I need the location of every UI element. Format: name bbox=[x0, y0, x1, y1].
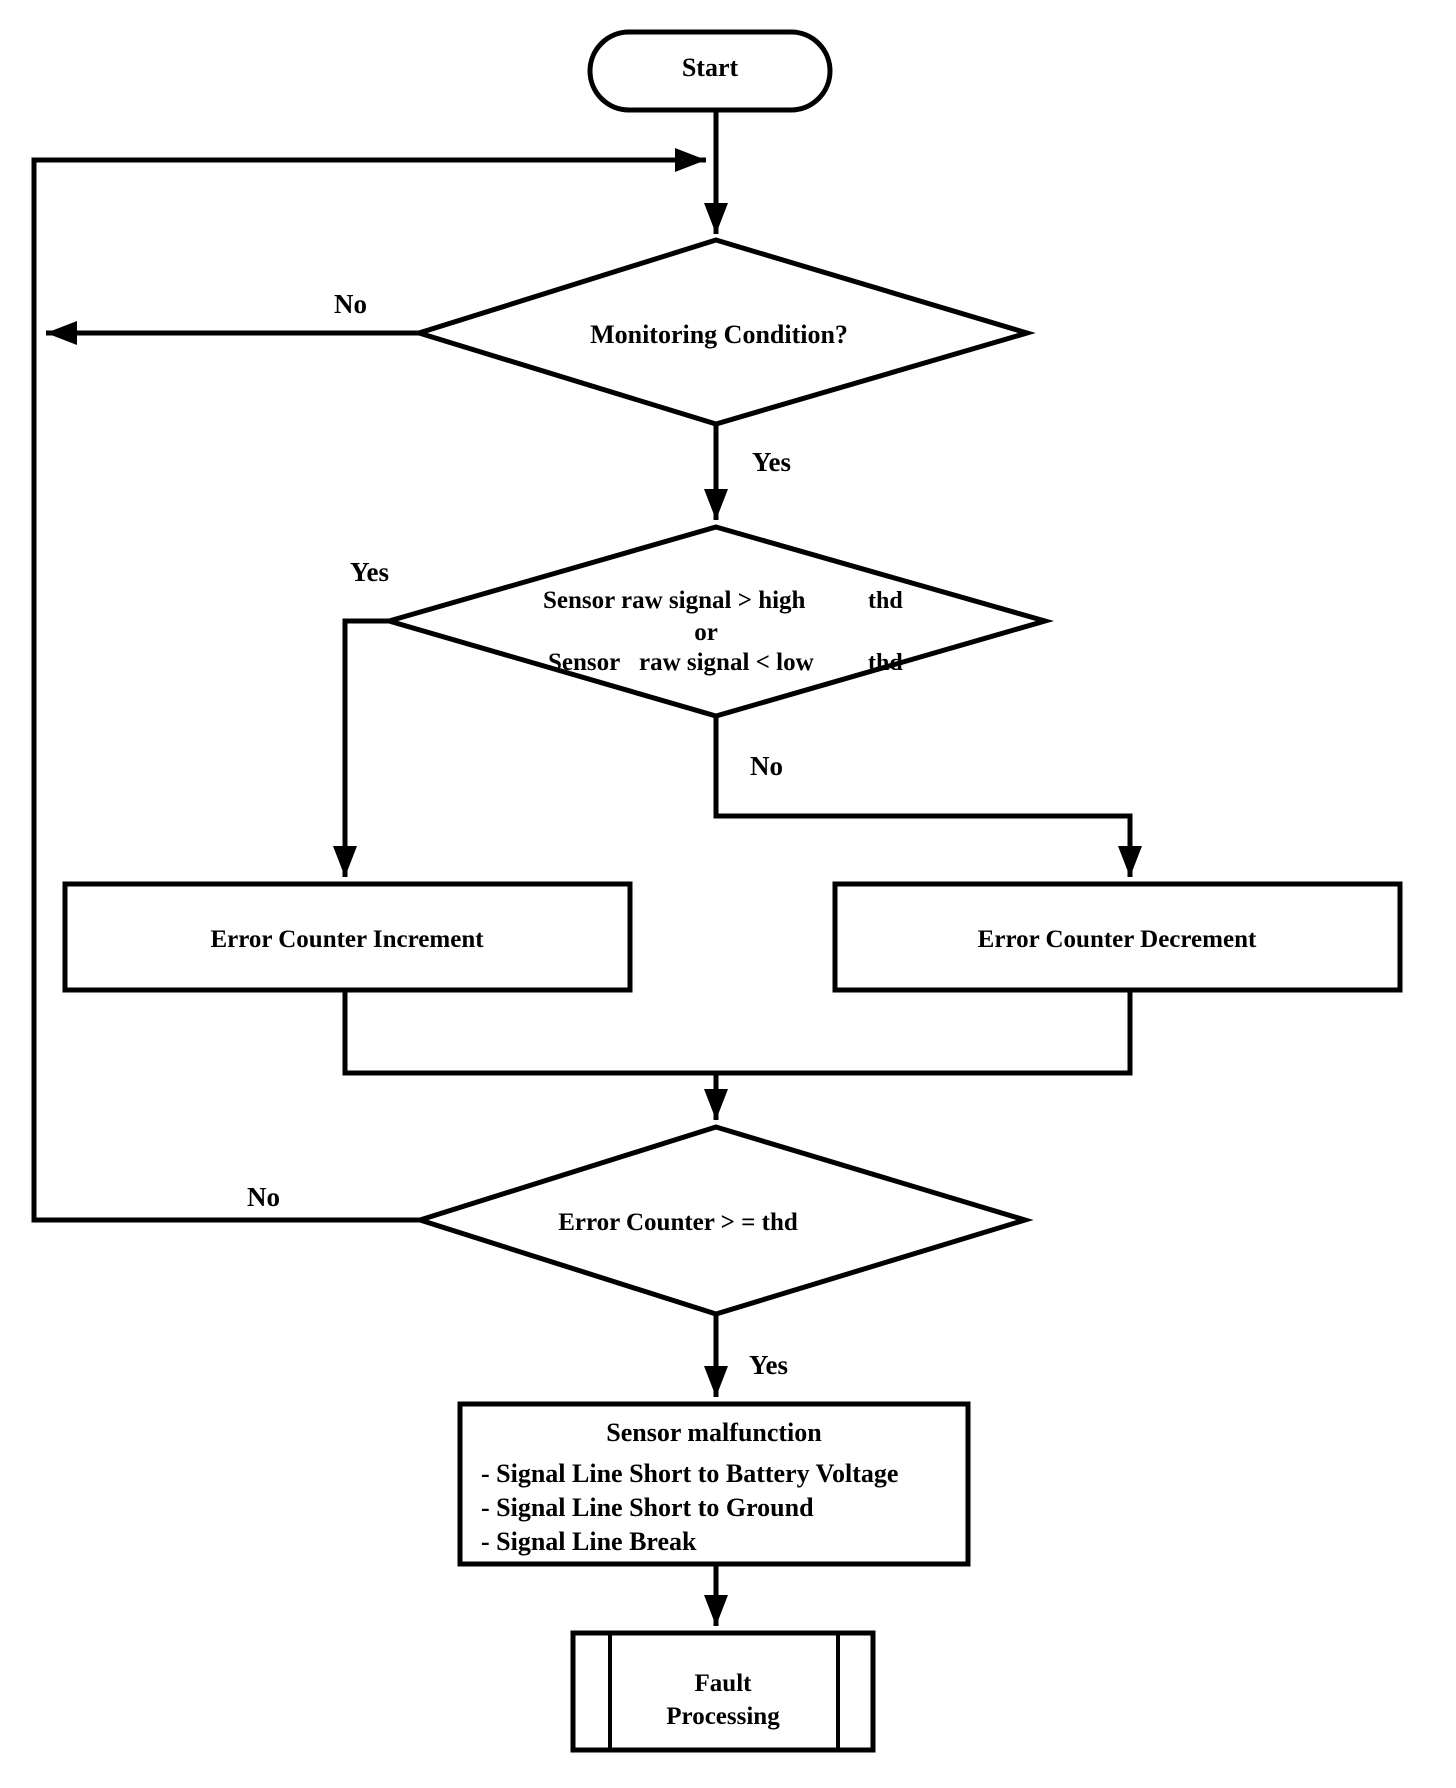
sensor-signal-decision bbox=[379, 524, 1055, 719]
monitoring-condition-label: Monitoring Condition? bbox=[590, 320, 848, 349]
edge-sensor-no-to-decrement bbox=[713, 716, 1142, 877]
fault-processing-subroutine bbox=[570, 1630, 876, 1753]
error-counter-decrement-process bbox=[832, 881, 1403, 993]
sensor-no-label: No bbox=[750, 751, 783, 781]
start-label: Start bbox=[682, 53, 739, 82]
counter-yes-label: Yes bbox=[749, 1350, 788, 1380]
fault-processing-line1: Fault bbox=[695, 1670, 753, 1697]
sensor-malfunction-process bbox=[457, 1401, 971, 1567]
sensor-signal-line3: Sensor raw signal < low bbox=[548, 649, 814, 676]
sensor-signal-line1-threshold: thd bbox=[868, 588, 903, 614]
counter-no-label: No bbox=[247, 1182, 280, 1212]
edge-merge-connector bbox=[342, 990, 1133, 1076]
sensor-signal-line2: or bbox=[694, 619, 718, 646]
error-counter-increment-label: Error Counter Increment bbox=[210, 926, 484, 953]
error-counter-threshold-decision bbox=[411, 1124, 1034, 1317]
sensor-signal-line1: Sensor raw signal > high bbox=[543, 587, 806, 614]
sensor-malfunction-item-battery: - Signal Line Short to Battery Voltage bbox=[481, 1459, 898, 1488]
error-counter-threshold-label: Error Counter > = thd bbox=[558, 1209, 798, 1236]
start-terminator bbox=[587, 29, 833, 113]
edge-sensor-yes-to-increment bbox=[333, 618, 389, 877]
fault-processing-line2: Processing bbox=[666, 1703, 780, 1730]
sensor-malfunction-item-ground: - Signal Line Short to Ground bbox=[481, 1493, 814, 1522]
sensor-malfunction-title: Sensor malfunction bbox=[606, 1418, 822, 1447]
edge-counter-no-return-rail bbox=[31, 148, 706, 1223]
monitoring-condition-decision bbox=[410, 237, 1036, 427]
monitoring-no-label: No bbox=[334, 289, 367, 319]
error-counter-decrement-label: Error Counter Decrement bbox=[978, 926, 1257, 953]
sensor-yes-label: Yes bbox=[350, 557, 389, 587]
sensor-signal-line3-threshold: thd bbox=[868, 650, 903, 676]
sensor-malfunction-item-break: - Signal Line Break bbox=[481, 1527, 697, 1556]
monitoring-yes-label: Yes bbox=[752, 447, 791, 477]
error-counter-increment-process bbox=[62, 881, 633, 993]
